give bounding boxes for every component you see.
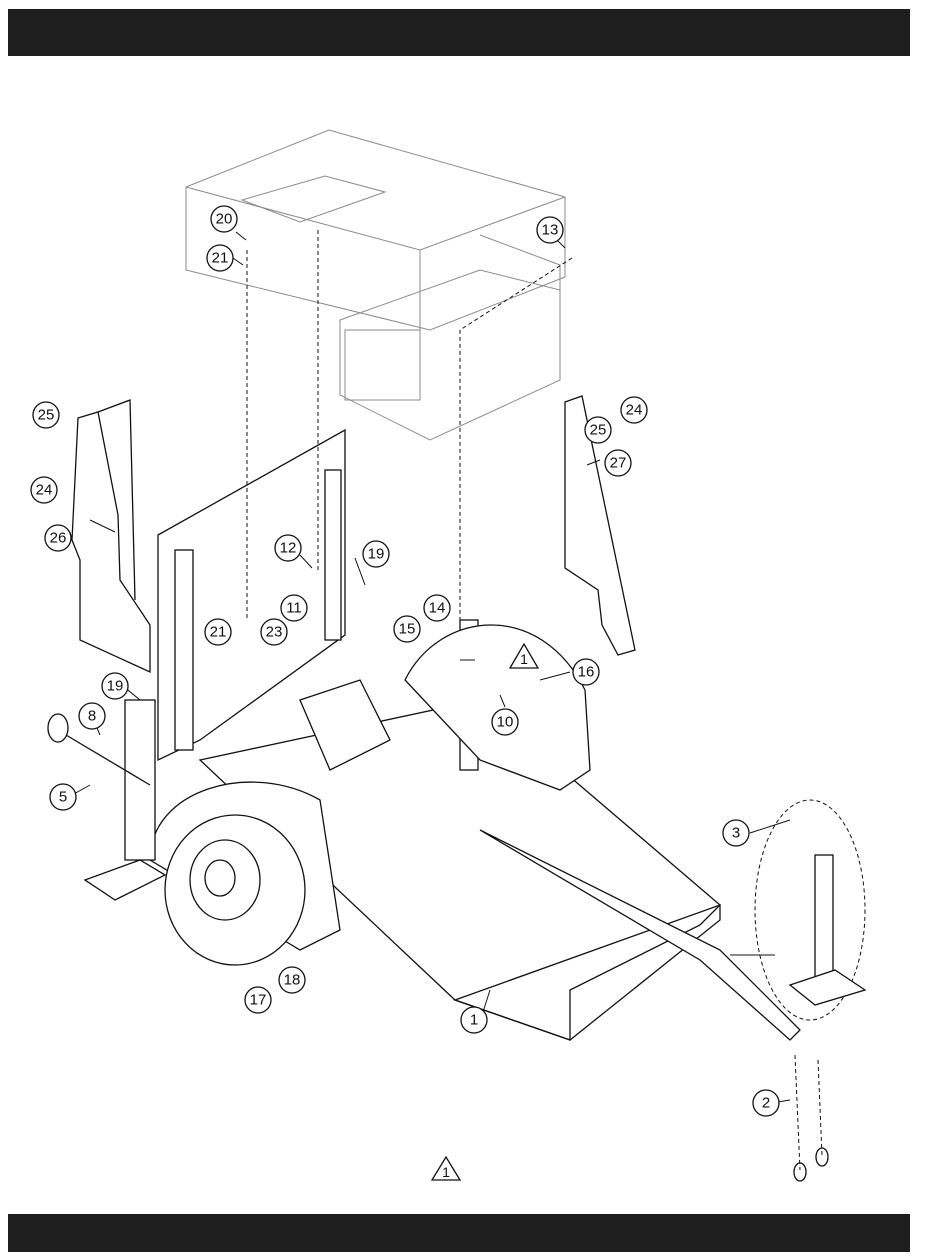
callout-12-label: 12 (280, 540, 297, 557)
note-triangle-bottom: 1 (432, 1157, 460, 1180)
callout-14-label: 14 (429, 600, 446, 617)
side-panel-left (72, 412, 150, 672)
callout-2-label: 2 (762, 1095, 770, 1112)
callout-25-label: 25 (590, 422, 607, 439)
callout-19: 19 (363, 541, 389, 567)
callout-15-label: 15 (399, 621, 416, 638)
callout-17-label: 17 (250, 992, 267, 1009)
callout-20: 20 (211, 206, 237, 232)
callout-16: 16 (573, 659, 599, 685)
callout-2: 2 (753, 1090, 779, 1116)
callout-21: 21 (207, 245, 233, 271)
callout-16-label: 16 (578, 664, 595, 681)
callout-8: 8 (79, 703, 105, 729)
callout-11: 11 (281, 595, 307, 621)
callout-25-label: 25 (38, 407, 55, 424)
callout-25: 25 (33, 402, 59, 428)
enclosure-ghost (186, 130, 565, 440)
callout-5: 5 (50, 784, 76, 810)
callout-13: 13 (537, 217, 563, 243)
callout-14: 14 (424, 595, 450, 621)
callout-18: 18 (279, 967, 305, 993)
callout-23-label: 23 (266, 624, 283, 641)
callout-1: 1 (461, 1007, 487, 1033)
callout-27: 27 (605, 450, 631, 476)
callout-3: 3 (723, 820, 749, 846)
callout-10-label: 10 (497, 714, 514, 731)
callout-15: 15 (394, 616, 420, 642)
callout-24: 24 (621, 397, 647, 423)
callout-11-label: 11 (286, 600, 302, 617)
safety-chains (794, 1055, 828, 1181)
callout-12: 12 (275, 535, 301, 561)
callout-8-label: 8 (88, 708, 96, 725)
callout-27-label: 27 (610, 455, 627, 472)
callout-19: 19 (102, 673, 128, 699)
callout-19-label: 19 (368, 546, 385, 563)
note-triangle-mid-label: 1 (520, 651, 528, 667)
callout-21-label: 21 (212, 250, 229, 267)
callout-3-label: 3 (732, 825, 740, 842)
callout-1-label: 1 (470, 1012, 478, 1029)
wheel-fender (150, 782, 340, 965)
callout-20-label: 20 (216, 211, 233, 228)
callout-13-label: 13 (542, 222, 559, 239)
note-triangle-bottom-label: 1 (442, 1164, 450, 1180)
callout-26-label: 26 (50, 530, 67, 547)
callout-24: 24 (31, 477, 57, 503)
callout-19-label: 19 (107, 678, 124, 695)
tongue-jack (755, 800, 865, 1020)
callout-21-label: 21 (210, 624, 227, 641)
callout-25: 25 (585, 417, 611, 443)
callout-23: 23 (261, 619, 287, 645)
callout-21: 21 (205, 619, 231, 645)
callout-17: 17 (245, 987, 271, 1013)
callout-24-label: 24 (626, 402, 643, 419)
callout-18-label: 18 (284, 972, 301, 989)
callout-26: 26 (45, 525, 71, 551)
callout-5-label: 5 (59, 789, 67, 806)
callout-10: 10 (492, 709, 518, 735)
callout-24-label: 24 (36, 482, 53, 499)
